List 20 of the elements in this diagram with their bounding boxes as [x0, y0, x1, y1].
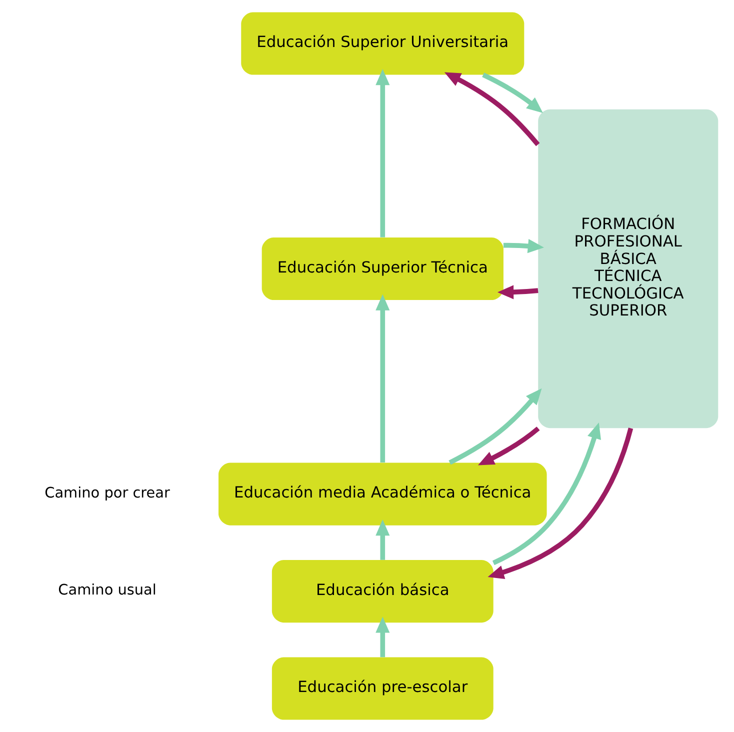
- arrow: [482, 72, 543, 113]
- node-box: Educación pre-escolar: [272, 657, 494, 720]
- legend-label: Camino por crear: [44, 485, 170, 502]
- legend-label: Camino usual: [58, 582, 156, 599]
- arrow: [497, 285, 538, 300]
- arrow: [376, 294, 390, 462]
- node-box: Educación Superior Universitaria: [241, 12, 524, 75]
- arrow: [478, 426, 540, 466]
- arrow: [376, 616, 390, 658]
- node-box: Educación Superior Técnica: [262, 237, 504, 300]
- arrow: [376, 519, 390, 560]
- arrow: [448, 388, 542, 465]
- arrow: [376, 69, 390, 238]
- node-box: Educación media Académica o Técnica: [218, 462, 547, 526]
- node-box: Educación básica: [272, 560, 494, 623]
- arrow: [492, 422, 602, 566]
- arrow: [444, 72, 540, 146]
- node-box: FORMACIÓN PROFESIONAL BÁSICA TÉCNICA TECNOLÓGICA SUPERIOR: [538, 109, 718, 428]
- arrow: [488, 428, 634, 580]
- arrow: [503, 239, 544, 254]
